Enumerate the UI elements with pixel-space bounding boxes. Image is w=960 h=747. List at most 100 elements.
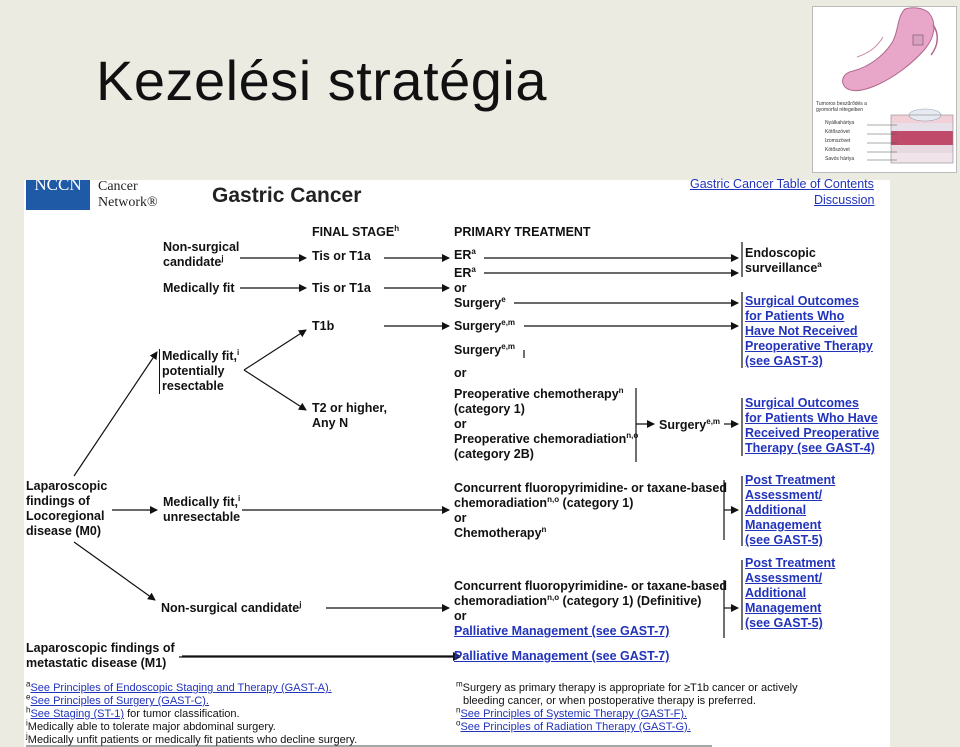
- footnote-ref: e: [501, 295, 505, 304]
- footnote-ref: h: [394, 224, 399, 233]
- footnote-link[interactable]: See Principles of Systemic Therapy (GAST…: [460, 708, 687, 720]
- endoscopic-surveillance: Endoscopic surveillancea: [745, 246, 822, 276]
- layer-label: Izomszövet: [825, 138, 850, 144]
- nonsurgical-candidate-2: Non-surgical candidatej: [161, 601, 301, 616]
- footnote-o: oSee Principles of Radiation Therapy (GA…: [456, 721, 691, 734]
- footnote-j: jMedically unfit patients or medically f…: [26, 734, 357, 747]
- m0-findings: Laparoscopic findings of Locoregional di…: [26, 479, 107, 539]
- link-line[interactable]: Additional: [745, 503, 835, 518]
- fit-resectable: Medically fit,i potentially resectable: [159, 349, 239, 394]
- m1-line: metastatic disease (M1): [26, 656, 175, 671]
- tx-chemotherapy: Chemotherapyn: [454, 526, 546, 541]
- footnote-ref: n,o: [547, 495, 559, 504]
- footnote-link[interactable]: See Staging (ST-1): [30, 708, 124, 720]
- fit-unresectable-line: unresectable: [163, 510, 240, 525]
- tx-er-text: ER: [454, 248, 471, 262]
- link-line[interactable]: Received Preoperative: [745, 426, 879, 441]
- link-line[interactable]: Additional: [745, 586, 835, 601]
- tx-preop-chemorad: Preoperative chemoradiationn,o: [454, 432, 638, 447]
- link-line[interactable]: Surgical Outcomes: [745, 294, 873, 309]
- tx-surgery-text: Surgery: [454, 343, 501, 357]
- footnote-text: Medically able to tolerate major abdomin…: [28, 721, 276, 733]
- footnote-ref: n,o: [626, 431, 638, 440]
- footnote-ref: j: [299, 600, 301, 609]
- stage-tis-2: Tis or T1a: [312, 281, 371, 296]
- link-line[interactable]: Management: [745, 601, 835, 616]
- m1-line: Laparoscopic findings of: [26, 641, 175, 656]
- link-line[interactable]: (see GAST-5): [745, 533, 835, 548]
- stage-t2: T2 or higher, Any N: [312, 401, 387, 431]
- footnote-ref: e,m: [501, 342, 515, 351]
- link-line[interactable]: Post Treatment: [745, 556, 835, 571]
- link-line[interactable]: Assessment/: [745, 488, 835, 503]
- post-treatment-link-1[interactable]: Post Treatment Assessment/ Additional Ma…: [745, 473, 835, 548]
- tx-concurrent-1: Concurrent fluoropyrimidine- or taxane-b…: [454, 481, 727, 496]
- medically-fit: Medically fit: [163, 281, 235, 296]
- footnote-ref: n: [542, 525, 547, 534]
- fit-unresectable-line: Medically fit,: [163, 495, 238, 509]
- tx-surgery-text: Surgery: [454, 296, 501, 310]
- footnote-ref: i: [237, 348, 239, 357]
- tx-cat2b: (category 2B): [454, 447, 534, 462]
- tx-or: or: [454, 511, 467, 526]
- palliative-link-2[interactable]: Palliative Management (see GAST-7): [454, 649, 669, 664]
- footnote-ref: n,o: [547, 593, 559, 602]
- footnote-link[interactable]: See Principles of Radiation Therapy (GAS…: [460, 721, 690, 733]
- footnote-link[interactable]: See Principles of Surgery (GAST-C).: [30, 695, 209, 707]
- nccn-guideline-page: NCCN CancerNetwork® Gastric Cancer Gastr…: [24, 180, 890, 747]
- tx-surgery-after-preop: Surgerye,m: [659, 418, 720, 433]
- nonsurgical-candidate: Non-surgical candidatej: [163, 240, 239, 270]
- tx-concurrent-2b: chemoradiationn,o (category 1) (Definiti…: [454, 594, 701, 609]
- link-line[interactable]: Post Treatment: [745, 473, 835, 488]
- stomach-caption: Tumoros beszűrődés a gyomorfal rétegeibe…: [816, 101, 886, 113]
- layer-label: Savós hártya: [825, 156, 854, 162]
- tx-chemo-text: Chemotherapy: [454, 526, 542, 540]
- tx-surgery-2: Surgerye,m: [454, 319, 515, 334]
- tx-concurrent-2: Concurrent fluoropyrimidine- or taxane-b…: [454, 579, 727, 594]
- tx-er-text: ER: [454, 266, 471, 280]
- link-line[interactable]: for Patients Who: [745, 309, 873, 324]
- stage-t1b: T1b: [312, 319, 334, 334]
- tx-cat-text: (category 1): [559, 496, 633, 510]
- stage-t2-line: T2 or higher,: [312, 401, 387, 416]
- fit-resectable-line: potentially: [162, 364, 239, 379]
- tx-surgery-3: Surgerye,m: [454, 343, 515, 358]
- footnote-ref: e,m: [501, 318, 515, 327]
- footnote-m-cont: bleeding cancer, or when postoperative t…: [463, 695, 756, 708]
- final-stage-text: FINAL STAGE: [312, 225, 394, 239]
- footnote-link[interactable]: See Principles of Endoscopic Staging and…: [30, 682, 331, 694]
- fit-unresectable: Medically fit,i unresectable: [163, 495, 240, 525]
- nonsurgical-2-text: Non-surgical candidate: [161, 601, 299, 615]
- tx-or: or: [454, 417, 467, 432]
- link-line[interactable]: Surgical Outcomes: [745, 396, 879, 411]
- link-line[interactable]: Preoperative Therapy: [745, 339, 873, 354]
- link-line[interactable]: Assessment/: [745, 571, 835, 586]
- footnote-ref: a: [471, 265, 475, 274]
- link-line[interactable]: for Patients Who Have: [745, 411, 879, 426]
- footnote-ref: j: [221, 254, 223, 263]
- link-line[interactable]: (see GAST-3): [745, 354, 873, 369]
- endoscopic-line: surveillance: [745, 261, 817, 275]
- tx-cat1: (category 1): [454, 402, 525, 417]
- layer-label: Kötőszövet: [825, 129, 850, 135]
- footnote-n: nSee Principles of Systemic Therapy (GAS…: [456, 708, 687, 721]
- stage-tis-1: Tis or T1a: [312, 249, 371, 264]
- footnote-h: hSee Staging (ST-1) for tumor classifica…: [26, 708, 240, 721]
- link-line[interactable]: Have Not Received: [745, 324, 873, 339]
- link-line[interactable]: Management: [745, 518, 835, 533]
- m0-line: Locoregional: [26, 509, 107, 524]
- surgical-outcomes-no-preop-link[interactable]: Surgical Outcomes for Patients Who Have …: [745, 294, 873, 369]
- palliative-link-1[interactable]: Palliative Management (see GAST-7): [454, 624, 669, 639]
- surgical-outcomes-preop-link[interactable]: Surgical Outcomes for Patients Who Have …: [745, 396, 879, 456]
- tx-surgery-text: Surgery: [659, 418, 706, 432]
- fit-resectable-line: Medically fit,: [162, 349, 237, 363]
- tx-er-2: ERa: [454, 266, 476, 281]
- footnote-text: Medically unfit patients or medically fi…: [28, 734, 357, 746]
- stage-t2-line: Any N: [312, 416, 387, 431]
- post-treatment-link-2[interactable]: Post Treatment Assessment/ Additional Ma…: [745, 556, 835, 631]
- link-line[interactable]: (see GAST-5): [745, 616, 835, 631]
- tx-or: or: [454, 609, 467, 624]
- primary-treatment-header: PRIMARY TREATMENT: [454, 225, 591, 240]
- footnote-a: aSee Principles of Endoscopic Staging an…: [26, 682, 332, 695]
- link-line[interactable]: Therapy (see GAST-4): [745, 441, 879, 456]
